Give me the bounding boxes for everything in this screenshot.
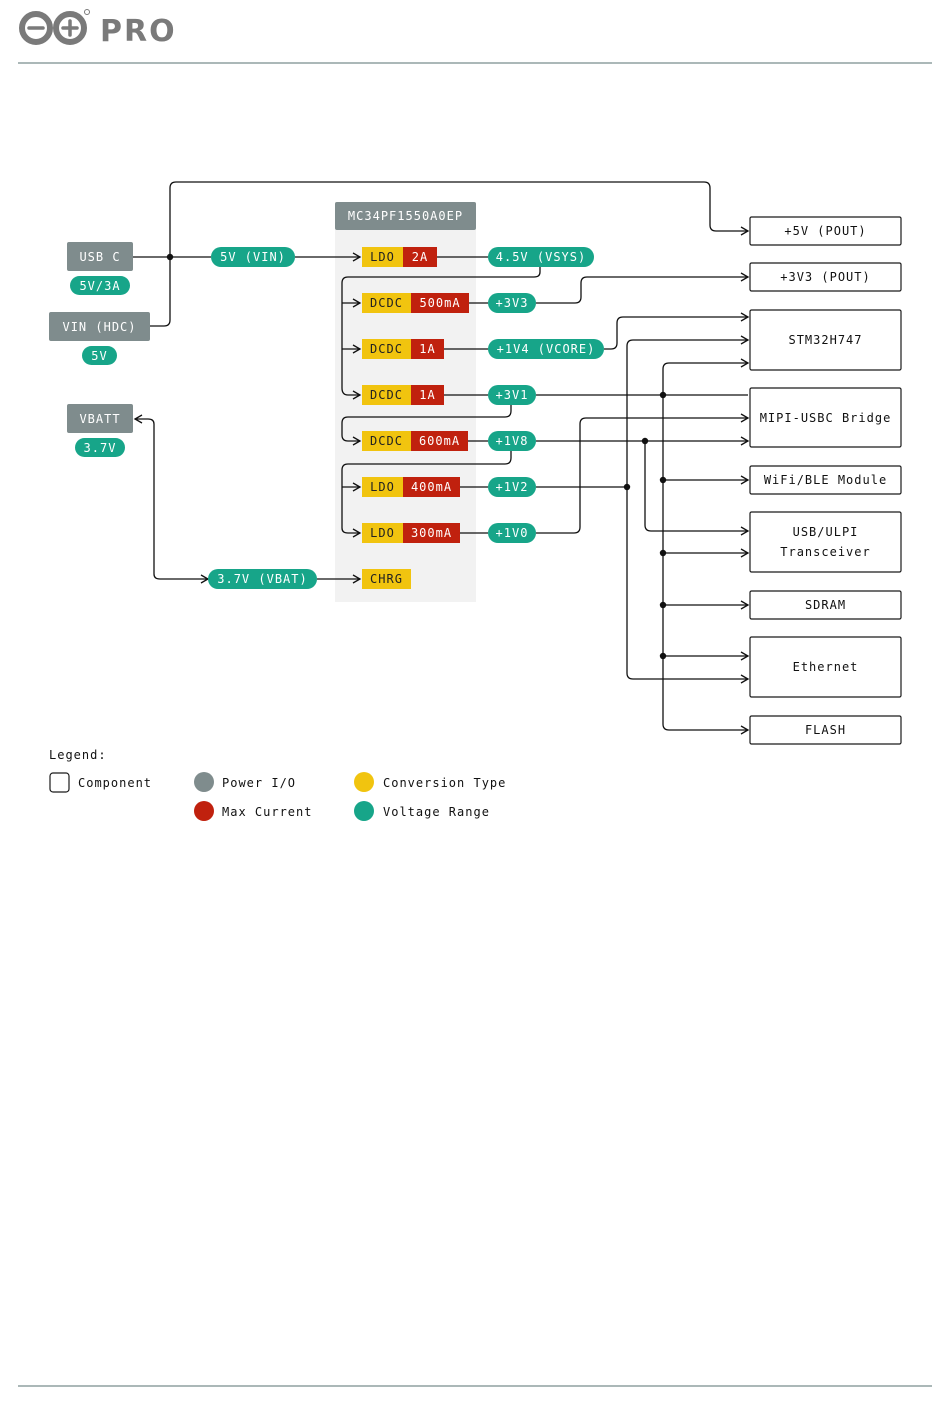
vbatt-input: VBATT 3.7V <box>67 404 133 457</box>
rail-label: +1V8 <box>496 434 529 448</box>
charger-type: CHRG <box>370 572 403 586</box>
component-wifi-ble <box>749 465 902 495</box>
regulator-current: 600mA <box>419 434 460 448</box>
regulator-current: 500mA <box>419 296 460 310</box>
component-pout-3v3 <box>749 262 902 292</box>
regulator-ldo-300ma: LDO 300mA <box>362 523 460 543</box>
component-usb-ulpi <box>749 511 902 573</box>
component-label: Ethernet <box>793 660 859 674</box>
component-label: SDRAM <box>805 598 846 612</box>
rail-1v0: +1V0 <box>488 523 536 543</box>
component-mipi-usbc-bridge <box>749 387 902 448</box>
junctions <box>166 253 667 660</box>
vbat-rail: 3.7V (VBAT) <box>208 569 317 589</box>
vin-hdc-label: VIN (HDC) <box>62 320 136 334</box>
rail-1v2: +1V2 <box>488 477 536 497</box>
rail-1v8: +1V8 <box>488 431 536 451</box>
rail-3v3: +3V3 <box>488 293 536 313</box>
usb-c-input: USB C 5V/3A <box>67 242 133 295</box>
vin-rail: 5V (VIN) <box>211 247 295 267</box>
regulator-ldo-400ma: LDO 400mA <box>362 477 460 497</box>
regulator-dcdc-1a-vcore: DCDC 1A <box>362 339 444 359</box>
regulator-type: LDO <box>370 480 395 494</box>
legend-voltage-swatch <box>354 801 374 821</box>
regulator-type: DCDC <box>370 434 403 448</box>
infinity-logo-icon <box>19 11 87 45</box>
component-label: +5V (POUT) <box>784 224 866 238</box>
regulator-dcdc-600ma: DCDC 600mA <box>362 431 468 451</box>
legend-component-label: Component <box>78 776 152 790</box>
brand-logo: PRO <box>19 9 177 49</box>
brand-wordmark: PRO <box>100 14 177 49</box>
regulator-current: 400mA <box>411 480 452 494</box>
component-label: +3V3 (POUT) <box>780 270 870 284</box>
legend-max-current-label: Max Current <box>222 805 312 819</box>
usb-c-label: USB C <box>79 250 120 264</box>
component-flash <box>749 715 902 745</box>
legend-conversion-label: Conversion Type <box>383 776 506 790</box>
rail-label: +1V2 <box>496 480 529 494</box>
component-label: WiFi/BLE Module <box>764 473 887 487</box>
regulator-type: DCDC <box>370 342 403 356</box>
component-ethernet <box>749 636 902 698</box>
vin-hdc-input: VIN (HDC) 5V <box>49 312 150 365</box>
legend-max-current-swatch <box>194 801 214 821</box>
usb-c-rating: 5V/3A <box>79 279 120 293</box>
legend-power-io-label: Power I/O <box>222 776 296 790</box>
legend-conversion-swatch <box>354 772 374 792</box>
regulator-type: LDO <box>370 526 395 540</box>
rail-vsys: 4.5V (VSYS) <box>488 247 594 267</box>
vbat-rail-label: 3.7V (VBAT) <box>217 572 307 586</box>
rail-label: +1V0 <box>496 526 529 540</box>
component-label: FLASH <box>805 723 846 737</box>
regulator-ldo-2a: LDO 2A <box>362 247 437 267</box>
component-label: MIPI-USBC Bridge <box>760 411 892 425</box>
rail-label: +3V3 <box>496 296 529 310</box>
component-label: STM32H747 <box>788 333 862 347</box>
component-pout-5v <box>749 216 902 246</box>
vin-hdc-rating: 5V <box>91 349 107 363</box>
regulator-current: 300mA <box>411 526 452 540</box>
rail-label: 4.5V (VSYS) <box>496 250 586 264</box>
vbatt-label: VBATT <box>79 412 120 426</box>
component-label: USB/ULPI <box>793 525 859 539</box>
regulator-type: LDO <box>370 250 395 264</box>
rail-label: +3V1 <box>496 388 529 402</box>
legend: Legend: Component Power I/O Conversion T… <box>49 748 506 821</box>
pmic-title-box <box>335 202 476 230</box>
legend-power-io-swatch <box>194 772 214 792</box>
legend-component-swatch <box>49 772 70 793</box>
pmic-title: MC34PF1550A0EP <box>348 209 463 223</box>
regulator-type: DCDC <box>370 388 403 402</box>
component-stm32h747 <box>749 309 902 371</box>
legend-title: Legend: <box>49 748 107 762</box>
vbatt-rating: 3.7V <box>84 441 117 455</box>
charger-chrg: CHRG <box>362 569 411 589</box>
rail-3v1: +3V1 <box>488 385 536 405</box>
regulator-current: 1A <box>419 388 435 402</box>
component-label-line2: Transceiver <box>780 545 870 559</box>
regulator-dcdc-500ma: DCDC 500mA <box>362 293 469 313</box>
regulator-current: 1A <box>419 342 435 356</box>
vin-rail-label: 5V (VIN) <box>220 250 286 264</box>
rail-label: +1V4 (VCORE) <box>497 342 596 356</box>
legend-voltage-label: Voltage Range <box>383 805 490 819</box>
component-sdram <box>749 590 902 620</box>
regulator-dcdc-1a-3v1: DCDC 1A <box>362 385 444 405</box>
regulator-type: DCDC <box>370 296 403 310</box>
regulator-current: 2A <box>412 250 428 264</box>
rail-vcore: +1V4 (VCORE) <box>488 339 604 359</box>
